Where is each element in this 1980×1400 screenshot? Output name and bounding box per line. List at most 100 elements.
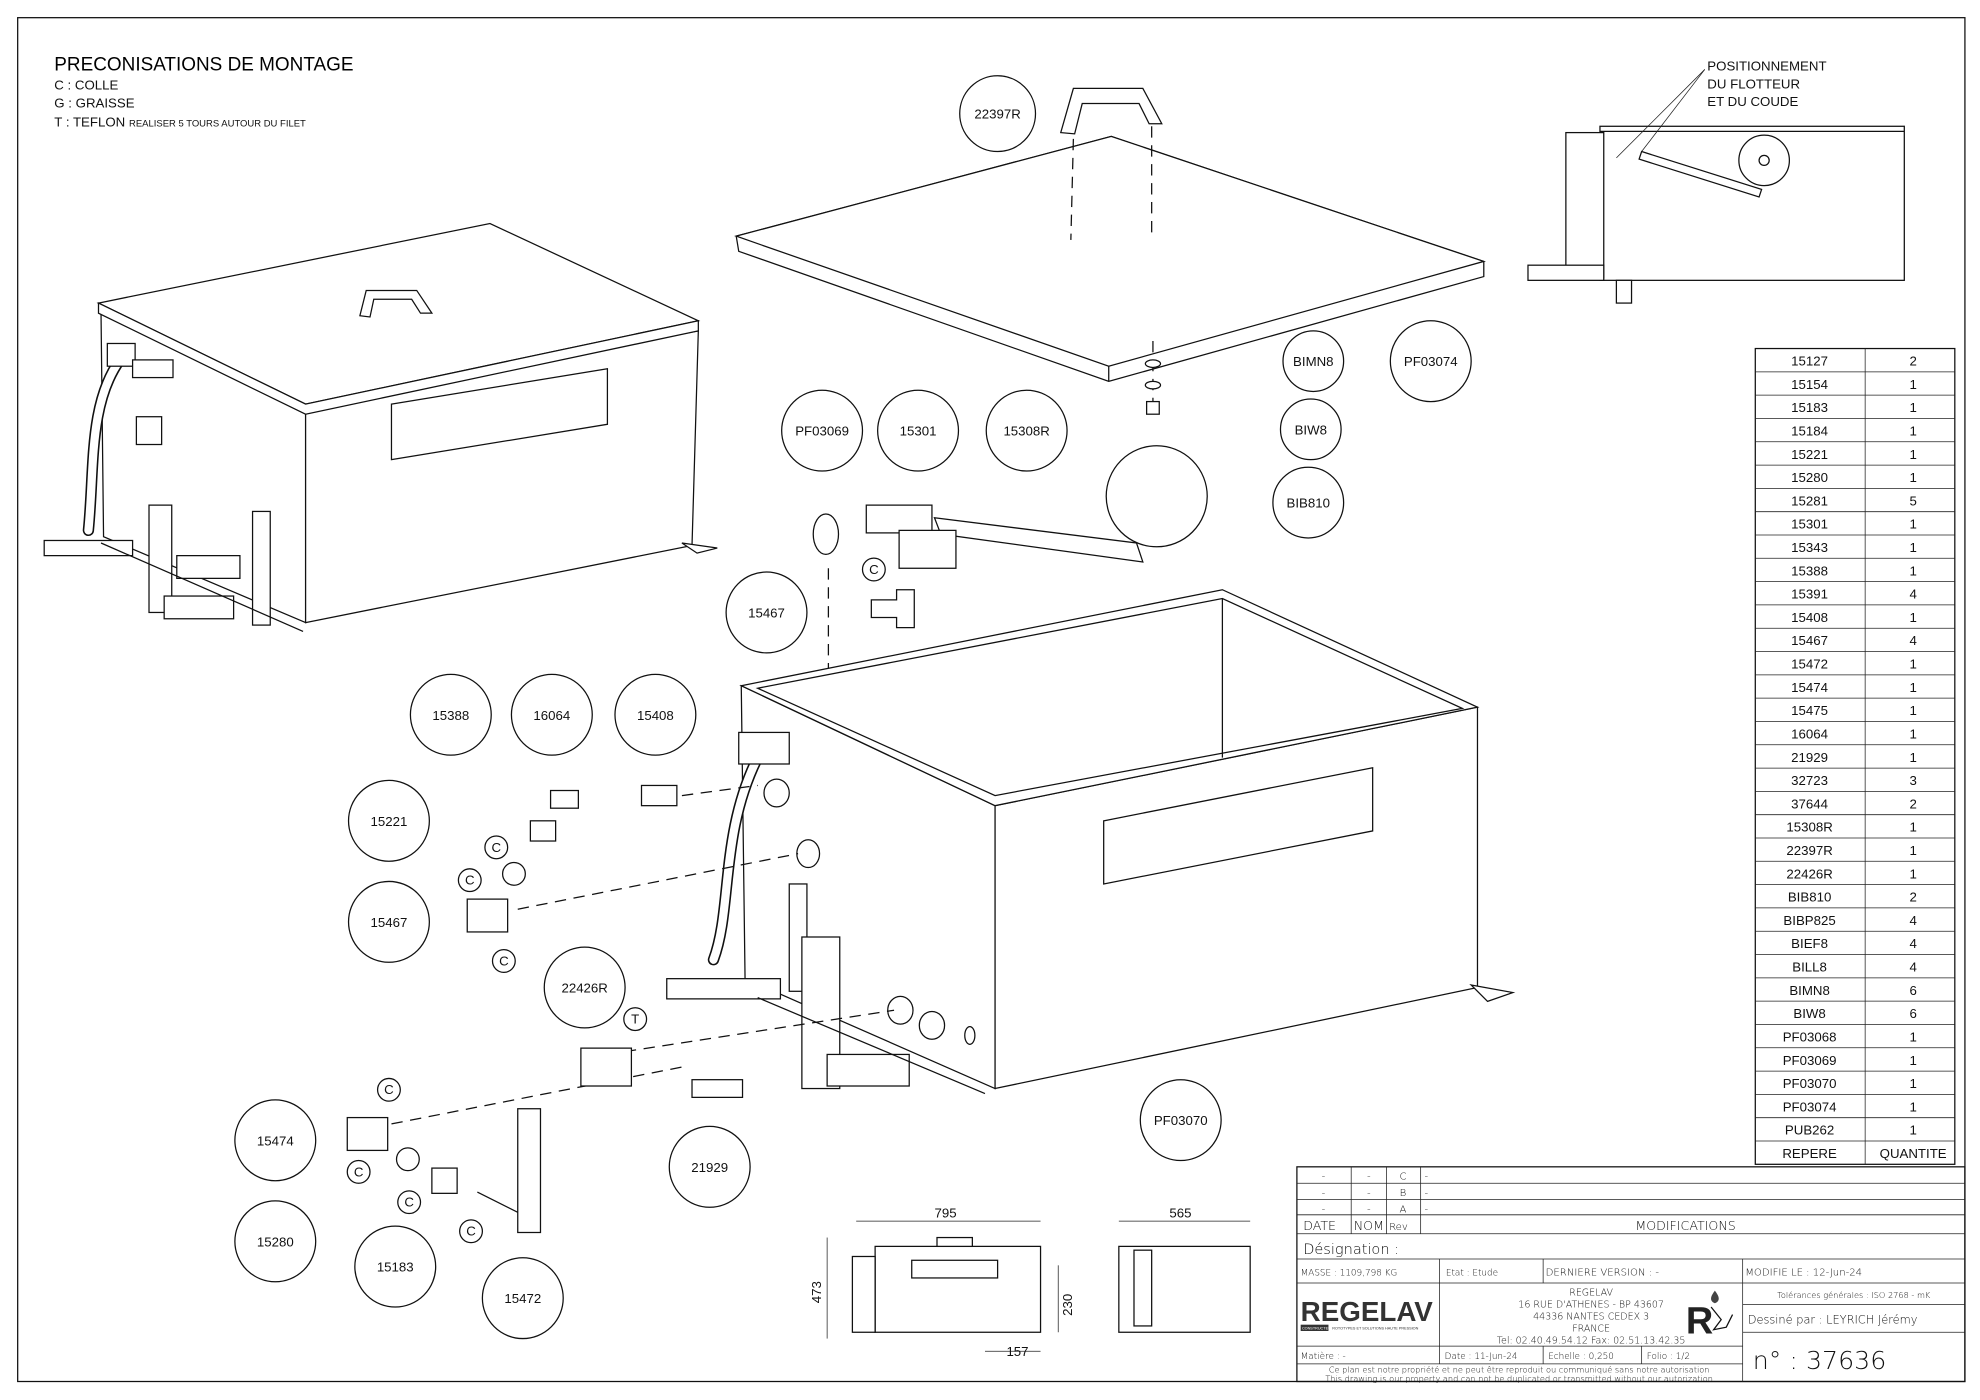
bom-qty: 5 bbox=[1909, 493, 1916, 508]
marker-c: C bbox=[376, 1077, 401, 1102]
bom-row: 22397R 1 bbox=[1755, 843, 1955, 862]
bom-ref: BIB810 bbox=[1788, 890, 1831, 905]
exploded-fittings bbox=[346, 784, 895, 1234]
bom-ref: 15343 bbox=[1791, 540, 1828, 555]
balloon-label: 22426R bbox=[561, 981, 607, 996]
balloon-circle bbox=[781, 389, 864, 472]
bom-qty: 1 bbox=[1909, 1076, 1916, 1091]
balloon-15388: 15388 bbox=[409, 673, 492, 756]
note-colle: C : COLLE bbox=[54, 78, 118, 93]
sheet-border bbox=[17, 17, 1966, 1383]
bom-qty: 1 bbox=[1909, 843, 1916, 858]
marker-c: C bbox=[457, 868, 482, 893]
bom-qty: 1 bbox=[1909, 1099, 1916, 1114]
revision-cell: - bbox=[1367, 1204, 1371, 1215]
balloon-circle bbox=[543, 946, 626, 1029]
revision-cell: - bbox=[1322, 1204, 1326, 1215]
bom-qty: 1 bbox=[1909, 400, 1916, 415]
balloon-label: 15388 bbox=[432, 708, 469, 723]
balloon-label: 15183 bbox=[377, 1260, 414, 1275]
bom-qty: 1 bbox=[1909, 703, 1916, 718]
bom-row: 15183 1 bbox=[1755, 400, 1955, 419]
bom-ref: 22426R bbox=[1786, 866, 1832, 881]
marker-c: C bbox=[397, 1190, 422, 1215]
lid-view bbox=[734, 87, 1486, 417]
bom-ref: BIEF8 bbox=[1791, 936, 1828, 951]
float-note-line-2: DU FLOTTEUR bbox=[1707, 76, 1800, 91]
dimension-views: 795 473 230 157 565 bbox=[809, 1205, 1251, 1359]
marker-t: T bbox=[623, 1007, 648, 1032]
revision-cell: - bbox=[1424, 1171, 1428, 1182]
balloon-15472: 15472 bbox=[481, 1257, 564, 1340]
bom-ref: 15391 bbox=[1791, 587, 1828, 602]
dim-157: 157 bbox=[1006, 1344, 1028, 1359]
bom-qty: 6 bbox=[1909, 1006, 1916, 1021]
bom-ref: PF03069 bbox=[1783, 1053, 1837, 1068]
bom-ref: 15408 bbox=[1791, 610, 1828, 625]
bom-ref: 22397R bbox=[1786, 843, 1832, 858]
balloon-circle bbox=[668, 1125, 751, 1208]
balloon-circle bbox=[985, 389, 1068, 472]
bom-header-ref: REPERE bbox=[1782, 1146, 1837, 1161]
bom-row: PF03070 1 bbox=[1755, 1076, 1955, 1095]
date: Date : 11-Jun-24 bbox=[1445, 1352, 1518, 1362]
disclaimer-en: This drawing is our property and can not… bbox=[1325, 1374, 1713, 1384]
bom-qty: 3 bbox=[1909, 773, 1916, 788]
bom-ref: PF03068 bbox=[1783, 1029, 1837, 1044]
marker-c: C bbox=[491, 948, 516, 973]
bom-ref: PF03070 bbox=[1783, 1076, 1837, 1091]
derniere-version: DERNIERE VERSION : - bbox=[1546, 1267, 1660, 1278]
balloon-15183: 15183 bbox=[354, 1225, 437, 1308]
bom-ref: 21929 bbox=[1791, 750, 1828, 765]
bom-qty: 1 bbox=[1909, 680, 1916, 695]
bom-ref: 15221 bbox=[1791, 447, 1828, 462]
bom-qty: 2 bbox=[1909, 890, 1916, 905]
company-address-line: Tel: 02.40.49.54.12 Fax: 02.51.13.42.35 bbox=[1497, 1336, 1686, 1347]
bom-ref: BILL8 bbox=[1792, 960, 1827, 975]
bom-qty: 1 bbox=[1909, 517, 1916, 532]
bom-ref: 32723 bbox=[1791, 773, 1828, 788]
disclaimer-fr: Ce plan est notre propriété et ne peut ê… bbox=[1329, 1365, 1710, 1375]
bom-ref: PUB262 bbox=[1785, 1123, 1834, 1138]
revision-cell: - bbox=[1367, 1188, 1371, 1199]
balloon-label: 22397R bbox=[974, 107, 1020, 122]
balloon-circle bbox=[1279, 398, 1342, 461]
bom-ref: 15183 bbox=[1791, 400, 1828, 415]
bom-ref: 15467 bbox=[1791, 633, 1828, 648]
logo-subtitle: ROTOTYPES ET SOLUTIONS HAUTE PRESSION bbox=[1332, 1327, 1418, 1331]
tolerances: Tolérances générales : ISO 2768 - mK bbox=[1777, 1290, 1931, 1300]
bom-qty: 1 bbox=[1909, 750, 1916, 765]
logo-tag: CONSTRUCTEUR bbox=[1302, 1327, 1334, 1331]
bom-qty: 1 bbox=[1909, 820, 1916, 835]
float-position-view: POSITIONNEMENT DU FLOTTEUR ET DU COUDE bbox=[1527, 59, 1905, 304]
bom-qty: 1 bbox=[1909, 563, 1916, 578]
company-address-line: 44336 NANTES CEDEX 3 bbox=[1533, 1312, 1649, 1323]
logo-tag-box bbox=[1300, 1324, 1329, 1331]
bom-ref: 15184 bbox=[1791, 423, 1828, 438]
balloon-bimn8: BIMN8 bbox=[1282, 330, 1345, 393]
col-nom: NOM bbox=[1354, 1218, 1384, 1233]
balloon-circle bbox=[234, 1099, 317, 1182]
balloon-circle bbox=[347, 779, 430, 862]
balloon-circle bbox=[1282, 330, 1345, 393]
bom-qty: 1 bbox=[1909, 726, 1916, 741]
company-address-line: REGELAV bbox=[1569, 1288, 1613, 1299]
bom-ref: 37644 bbox=[1791, 796, 1828, 811]
note-teflon-label: T : TEFLON bbox=[54, 114, 125, 129]
